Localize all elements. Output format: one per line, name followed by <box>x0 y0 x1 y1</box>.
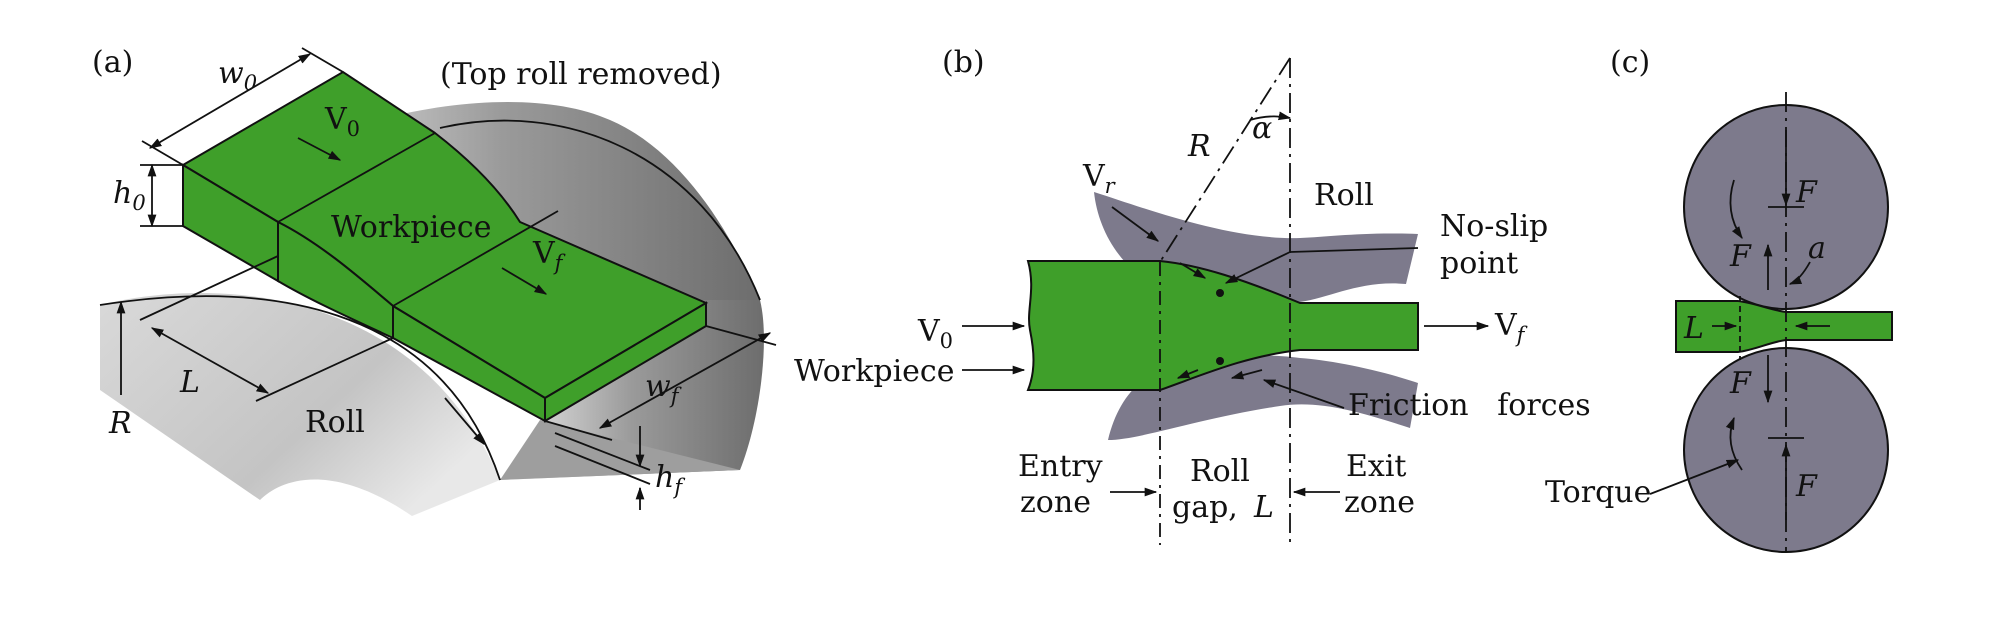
roll-gap-label-1: Roll <box>1190 454 1250 489</box>
v0-label-b: V0 <box>917 314 953 353</box>
roll-label-a: Roll <box>305 405 365 440</box>
radius-line <box>1159 57 1291 263</box>
v0-arrow <box>297 137 342 161</box>
torque-label: Torque <box>1545 475 1651 510</box>
friction-pointer <box>1262 379 1345 409</box>
no-slip-point-upper <box>1216 289 1224 297</box>
roll-a-rotation-arrow <box>444 397 485 445</box>
roll-label-b: Roll <box>1314 178 1374 213</box>
v0-label-a: V0 <box>324 102 360 141</box>
lower-rotation-arrow <box>1725 416 1743 471</box>
workpiece-a-divider-1 <box>277 132 436 223</box>
R-label-b: R <box>1187 129 1211 164</box>
L-ext-left <box>139 255 279 321</box>
alpha-label: α <box>1252 111 1272 146</box>
upper-slip-arrow <box>1179 262 1207 279</box>
panel-a: (a) (Top roll removed) w0 V0 h0 Workpiec… <box>92 45 777 516</box>
w0-dimension <box>148 53 312 149</box>
workpiece-c <box>1675 300 1893 353</box>
panel-b-tag: (b) <box>942 45 985 80</box>
exit-zone-label-2: zone <box>1344 485 1415 520</box>
no-slip-pointer-tail <box>1224 251 1291 284</box>
R-label-a: R <box>108 406 132 441</box>
no-slip-point-lower <box>1216 357 1224 365</box>
vr-label: Vr <box>1082 159 1117 198</box>
panel-c: (c) F F a L F F Torque <box>1545 45 1893 553</box>
vf-label-a: Vf <box>532 236 566 275</box>
panel-c-tag: (c) <box>1610 45 1650 80</box>
friction-arrow-lower-2 <box>1230 369 1263 380</box>
panel-a-tag: (a) <box>92 45 133 80</box>
top-roll-removed-note: (Top roll removed) <box>440 57 722 92</box>
workpiece-a-divider-2 <box>392 210 559 307</box>
w0-ext-right <box>301 47 344 73</box>
friction-arrow-lower-1 <box>1176 369 1199 379</box>
wf-ext-left <box>544 420 613 441</box>
a-arc-arrow <box>1788 261 1811 285</box>
h0-label: h0 <box>113 176 146 215</box>
workpiece-label-b: Workpiece <box>794 354 955 389</box>
w0-ext-left <box>141 140 184 166</box>
torque-pointer <box>1649 459 1740 495</box>
hf-line-2 <box>554 445 651 485</box>
f-bottom-label: F <box>1795 469 1818 504</box>
a-label: a <box>1808 231 1826 266</box>
friction-label: Friction forces <box>1348 388 1591 423</box>
entry-zone-label-1: Entry <box>1018 449 1103 484</box>
vf-arrow <box>501 267 548 295</box>
f-top-label: F <box>1795 175 1818 210</box>
panel-b: (b) R α Roll Vr No-slip point V0 Vf Work… <box>794 45 1591 545</box>
roll-gap-L: L <box>1253 490 1274 525</box>
no-slip-label-1: No-slip <box>1440 209 1548 244</box>
L-label-a: L <box>179 365 200 400</box>
f-mid-label: F <box>1729 366 1752 401</box>
hf-label: hf <box>655 460 685 499</box>
f-left-label: F <box>1729 239 1752 274</box>
upper-rotation-arrow <box>1729 179 1743 240</box>
wf-label: wf <box>645 369 682 408</box>
roll-gap-label-2: gap, <box>1172 490 1238 525</box>
vr-arrow <box>1111 206 1160 242</box>
roll-a-front-edge <box>99 295 501 481</box>
roll-a-back-edge <box>439 119 761 301</box>
no-slip-pointer <box>1289 247 1419 253</box>
vf-label-b: Vf <box>1494 308 1528 347</box>
no-slip-label-2: point <box>1440 246 1518 281</box>
wf-dimension <box>598 332 772 429</box>
L-ext-right <box>255 337 394 402</box>
l-label-c: L <box>1683 311 1704 346</box>
alpha-arc <box>1249 111 1292 121</box>
wf-ext-right <box>705 325 777 346</box>
exit-zone-label-1: Exit <box>1346 449 1406 484</box>
hf-line-1 <box>554 432 651 471</box>
L-dimension <box>150 327 270 394</box>
entry-zone-label-2: zone <box>1020 485 1091 520</box>
workpiece-label-a: Workpiece <box>331 210 492 245</box>
w0-label: w0 <box>218 56 257 95</box>
